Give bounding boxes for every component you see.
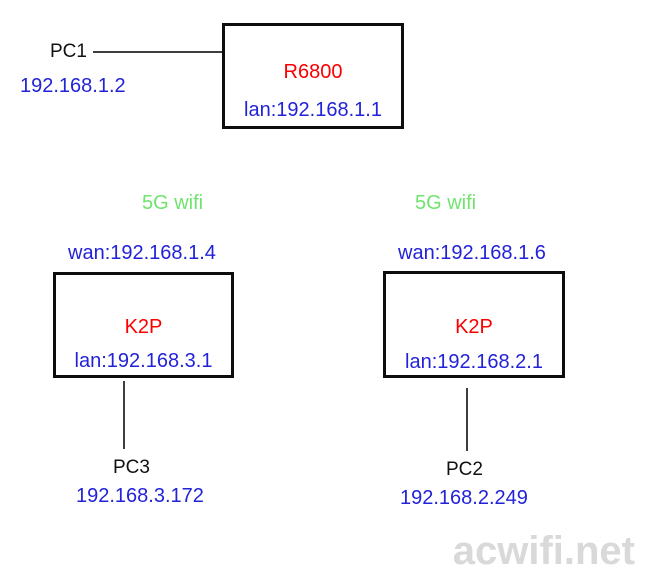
k2p-box-right: K2P lan:192.168.2.1: [383, 271, 565, 378]
router-box-r6800: R6800 lan:192.168.1.1: [222, 23, 404, 129]
wifi-label-left: 5G wifi: [142, 192, 204, 214]
wifi-label-right: 5G wifi: [415, 192, 477, 214]
k2p-left-name: K2P: [124, 316, 163, 338]
k2p-right-name: K2P: [455, 316, 493, 338]
router-lan-ip: lan:192.168.1.1: [244, 99, 382, 121]
wan-ip-right: wan:192.168.1.6: [398, 242, 546, 264]
pc3-ip: 192.168.3.172: [76, 485, 204, 507]
wan-ip-left: wan:192.168.1.4: [68, 242, 216, 264]
pc3-label: PC3: [113, 457, 150, 478]
link-k2p-right-to-pc2: [466, 388, 468, 451]
k2p-box-left: K2P lan:192.168.3.1: [53, 272, 234, 378]
router-name: R6800: [283, 61, 343, 83]
pc2-label: PC2: [446, 459, 483, 480]
link-pc1-to-r6800: [93, 51, 222, 53]
k2p-right-lan-ip: lan:192.168.2.1: [405, 351, 543, 373]
k2p-left-lan-ip: lan:192.168.3.1: [74, 350, 213, 372]
pc2-ip: 192.168.2.249: [400, 487, 528, 509]
watermark-acwifi: acwifi.net: [452, 529, 635, 573]
pc1-label: PC1: [50, 41, 87, 62]
pc1-ip: 192.168.1.2: [20, 75, 126, 97]
link-k2p-left-to-pc3: [123, 381, 125, 449]
